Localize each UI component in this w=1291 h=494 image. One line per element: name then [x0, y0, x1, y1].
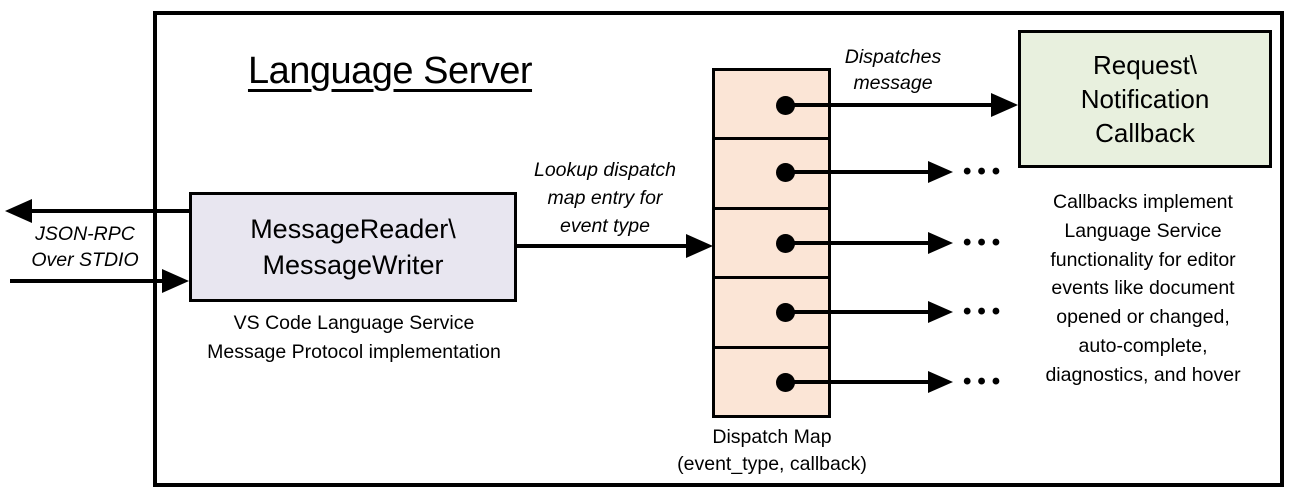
lookup-label-line3: event type	[560, 215, 650, 237]
dispatches-label-line1: Dispatches	[844, 46, 942, 68]
dispatch-arrow-line	[785, 170, 929, 174]
callbacks-note-line: Callbacks implement	[1053, 191, 1233, 213]
dispatch-arrow-head-icon	[928, 161, 953, 183]
callback-box-line1: Request\	[1092, 50, 1198, 80]
json-rpc-label: JSON-RPC Over STDIO	[15, 221, 155, 273]
lookup-label-line1: Lookup dispatch	[533, 159, 677, 181]
dispatch-map-entry	[715, 210, 828, 280]
json-rpc-in-line	[10, 279, 163, 283]
dispatches-label-line2: message	[853, 72, 933, 94]
message-box-caption-line1: VS Code Language Service	[233, 312, 475, 334]
ellipsis: •••	[963, 158, 1007, 185]
message-box-line1: MessageReader\	[250, 214, 456, 244]
dispatch-map-entry	[715, 71, 828, 141]
dispatch-arrow-line	[785, 310, 929, 314]
dispatch-arrow-head-icon	[928, 301, 953, 323]
callbacks-note-line: events like document	[1051, 277, 1235, 300]
left-arrow-icon	[5, 199, 32, 223]
lookup-arrow-line	[517, 244, 689, 248]
dispatch-arrow-head-icon	[928, 232, 953, 254]
request-notification-callback-box: Request\ Notification Callback	[1018, 30, 1272, 168]
lookup-arrow-head-icon	[686, 234, 713, 258]
message-reader-writer-box: MessageReader\ MessageWriter	[189, 192, 517, 302]
dispatch-map-label: Dispatch Map (event_type, callback)	[642, 424, 902, 478]
json-rpc-label-line1: JSON-RPC	[35, 223, 135, 245]
dispatch-arrow-line	[785, 241, 929, 245]
dispatch-arrow-line	[785, 380, 929, 384]
message-box-line2: MessageWriter	[262, 250, 444, 280]
dispatch-map-entry	[715, 279, 828, 349]
ellipsis: •••	[963, 229, 1007, 256]
language-server-frame	[153, 11, 1284, 487]
dispatch-arrow-head-icon	[991, 93, 1018, 117]
ellipsis: •••	[963, 298, 1007, 325]
message-box-caption-line2: Message Protocol implementation	[207, 341, 501, 363]
callbacks-note-line: Language Service	[1064, 219, 1222, 242]
json-rpc-out-line	[30, 209, 190, 213]
dispatch-map-label-line1: Dispatch Map	[712, 426, 832, 448]
callbacks-note-line: opened or changed,	[1056, 306, 1230, 329]
lookup-label-line2: map entry for	[547, 187, 663, 209]
lookup-label: Lookup dispatch map entry for event type	[515, 156, 695, 240]
callbacks-note-line: auto-complete,	[1078, 334, 1208, 357]
dispatch-arrow-line	[785, 103, 993, 107]
message-box-caption: VS Code Language Service Message Protoco…	[159, 309, 549, 367]
dispatch-arrow-head-icon	[928, 371, 953, 393]
callback-box-line3: Callback	[1095, 118, 1195, 148]
dispatch-map-label-line2: (event_type, callback)	[677, 453, 867, 475]
page-title: Language Server	[247, 50, 533, 92]
json-rpc-label-line2: Over STDIO	[31, 249, 139, 271]
callbacks-note-line: diagnostics, and hover	[1045, 363, 1241, 386]
dispatches-message-label: Dispatches message	[828, 44, 958, 96]
callbacks-note: Callbacks implement Language Service fun…	[1010, 188, 1276, 390]
right-arrow-icon	[162, 269, 189, 293]
ellipsis: •••	[963, 368, 1007, 395]
callback-box-line2: Notification	[1080, 84, 1210, 114]
dispatch-map-entry	[715, 140, 828, 210]
callbacks-note-line: functionality for editor	[1050, 248, 1236, 271]
